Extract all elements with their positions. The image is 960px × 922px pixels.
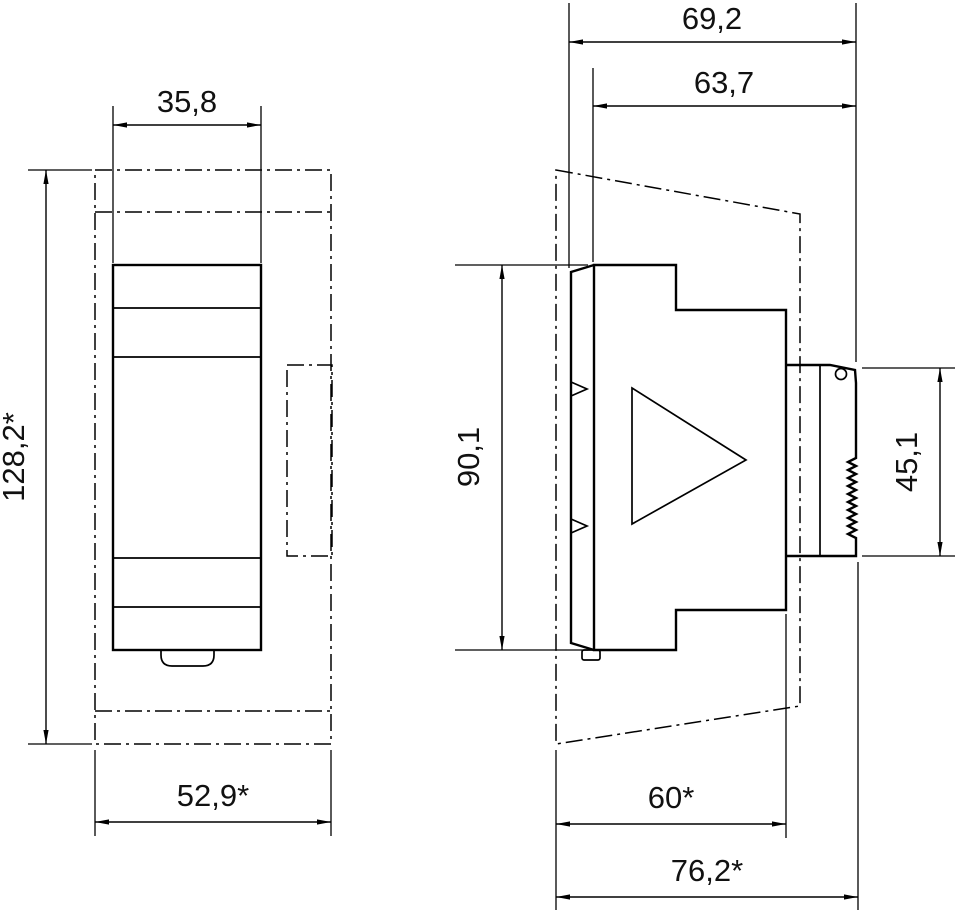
front-dimensions: 35,8 128,2* 52,9* — [0, 84, 332, 836]
side-body-outline — [569, 263, 859, 661]
side-screw-head — [834, 367, 848, 381]
side-front-plate — [569, 263, 595, 652]
side-din-rail-clip — [786, 363, 859, 558]
dim-label-side-depth-total-bottom: 76,2* — [671, 853, 743, 888]
front-panel-cutout-phantom — [94, 169, 332, 745]
front-view: 35,8 128,2* 52,9* — [0, 84, 333, 836]
front-body-outline — [111, 263, 263, 667]
dim-label-side-depth-body-bottom: 60* — [648, 780, 695, 815]
side-panel-cutout-phantom — [555, 169, 801, 745]
dim-label-side-depth-body: 63,7 — [694, 65, 754, 100]
dim-label-front-height: 128,2* — [0, 412, 31, 502]
dim-label-side-height: 90,1 — [451, 427, 486, 487]
dim-label-front-width: 35,8 — [157, 84, 217, 119]
side-phantom-outline — [555, 169, 801, 745]
front-accessory-phantom — [286, 364, 333, 557]
side-device-body — [592, 263, 788, 652]
front-device-body — [111, 263, 263, 652]
side-bottom-connector — [581, 649, 601, 661]
dim-label-side-depth-total: 69,2 — [682, 1, 742, 36]
side-terminal-wedge-hatched — [631, 386, 748, 526]
side-dimensions: 69,2 63,7 90,1 45,1 60* 76,2* — [451, 1, 955, 910]
dim-label-side-rail-height: 45,1 — [889, 432, 924, 492]
side-view: 69,2 63,7 90,1 45,1 60* 76,2* — [451, 1, 955, 910]
side-front-notch-upper — [570, 381, 590, 397]
front-phantom-outline — [94, 169, 333, 745]
front-bottom-connector — [160, 650, 215, 667]
dim-label-front-bottom-width: 52,9* — [177, 778, 249, 813]
side-front-notch-lower — [570, 518, 590, 534]
